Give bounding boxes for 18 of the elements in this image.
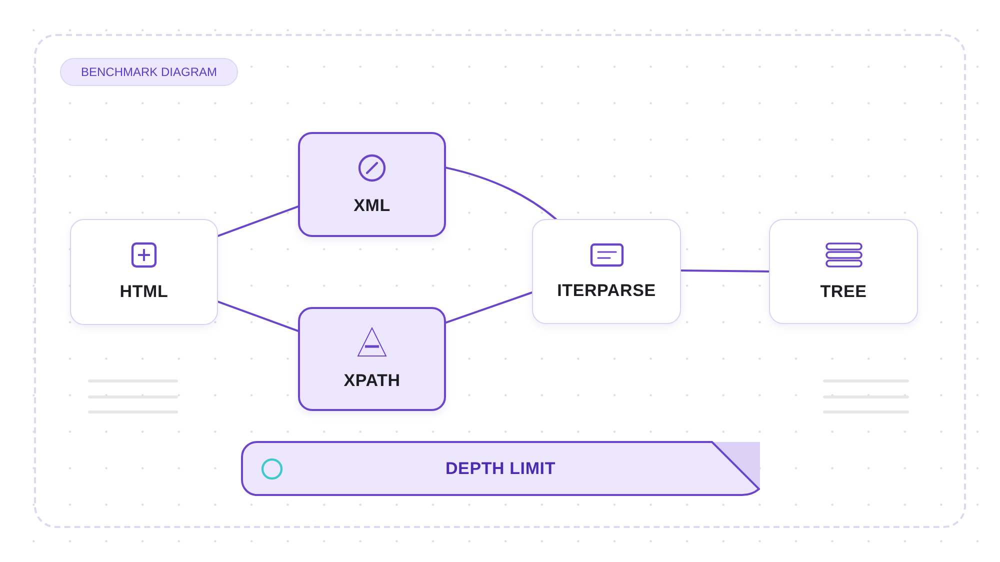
process-box bbox=[298, 307, 446, 411]
box-label: TREE bbox=[820, 282, 867, 302]
banner-label: DEPTH LIMIT bbox=[445, 458, 556, 478]
diagram-tag: BENCHMARK DIAGRAM bbox=[60, 58, 238, 86]
process-box bbox=[70, 219, 218, 325]
connector-line bbox=[217, 206, 299, 237]
connector-line bbox=[445, 166, 557, 220]
process-box bbox=[532, 219, 681, 324]
banner-shape bbox=[241, 441, 760, 496]
connector-line bbox=[680, 269, 770, 272]
process-box bbox=[769, 219, 918, 324]
box-label: HTML bbox=[120, 282, 168, 302]
box-label: XML bbox=[354, 196, 390, 216]
box-label: ITERPARSE bbox=[557, 280, 656, 300]
connector-line bbox=[217, 300, 299, 332]
box-label: XPATH bbox=[344, 371, 400, 391]
connector-line bbox=[445, 292, 533, 324]
process-box bbox=[298, 132, 446, 237]
